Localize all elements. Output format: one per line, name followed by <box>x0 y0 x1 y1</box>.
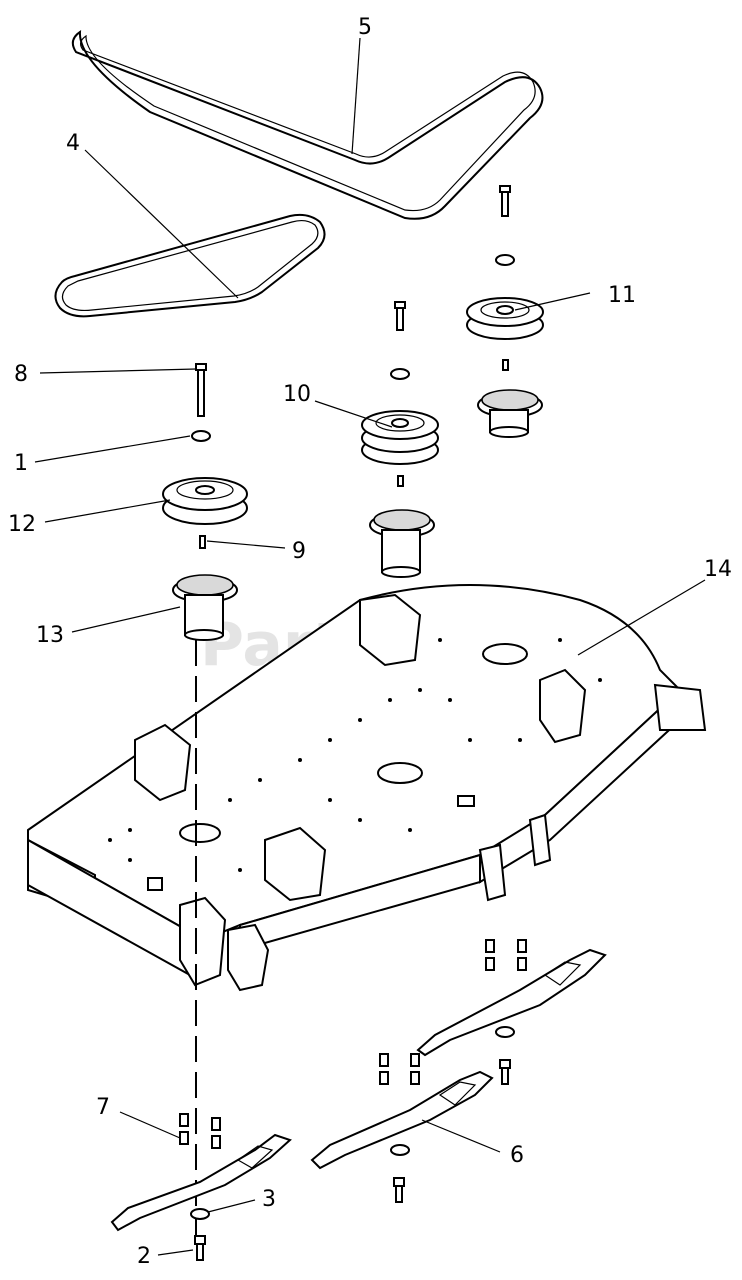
washer-center[interactable] <box>390 368 410 380</box>
pulley-left[interactable] <box>162 477 248 525</box>
callout-11[interactable]: 11 <box>608 283 636 308</box>
washer-blade-right[interactable] <box>495 1026 515 1038</box>
leader-lines <box>34 37 706 1256</box>
blade-left[interactable] <box>110 1133 292 1232</box>
spindle-right[interactable] <box>477 359 543 438</box>
spindle-left[interactable] <box>172 574 238 641</box>
callout-5[interactable]: 5 <box>358 15 372 40</box>
bolt-top-left[interactable] <box>195 363 207 417</box>
washer-blade-left[interactable] <box>190 1208 210 1220</box>
bolts-center-lower[interactable] <box>379 1053 420 1085</box>
callout-10[interactable]: 10 <box>283 382 311 407</box>
callout-13[interactable]: 13 <box>36 623 64 648</box>
callout-6[interactable]: 6 <box>510 1143 524 1168</box>
callout-4[interactable]: 4 <box>66 131 80 156</box>
belt-long[interactable] <box>71 30 544 220</box>
callout-14[interactable]: 14 <box>704 557 732 582</box>
callout-8[interactable]: 8 <box>14 362 28 387</box>
washer-left[interactable] <box>191 430 211 442</box>
mower-deck[interactable] <box>27 584 707 992</box>
bolts-right-upper[interactable] <box>485 939 527 971</box>
bolt-blade-center[interactable] <box>393 1177 405 1203</box>
callout-9[interactable]: 9 <box>292 539 306 564</box>
bolt-blade-right[interactable] <box>499 1059 511 1085</box>
washer-blade-center[interactable] <box>390 1144 410 1156</box>
callout-3[interactable]: 3 <box>262 1187 276 1212</box>
callout-7[interactable]: 7 <box>96 1095 110 1120</box>
pulley-center[interactable] <box>361 410 439 465</box>
bolt-top-center[interactable] <box>394 301 406 331</box>
blade-center[interactable] <box>310 1070 494 1170</box>
pulley-right[interactable] <box>466 297 544 340</box>
callout-2[interactable]: 2 <box>137 1244 151 1269</box>
callout-12[interactable]: 12 <box>8 512 36 537</box>
callout-1[interactable]: 1 <box>14 451 28 476</box>
spindle-center[interactable] <box>369 475 435 578</box>
belt-short[interactable] <box>54 213 326 318</box>
bolts-left[interactable] <box>179 1113 221 1149</box>
washer-right[interactable] <box>495 254 515 266</box>
deck-holes <box>108 638 602 872</box>
bolt-blade-left[interactable] <box>194 1235 206 1261</box>
key-left[interactable] <box>199 535 206 549</box>
blade-right[interactable] <box>416 948 607 1057</box>
bolt-top-right[interactable] <box>499 185 511 217</box>
